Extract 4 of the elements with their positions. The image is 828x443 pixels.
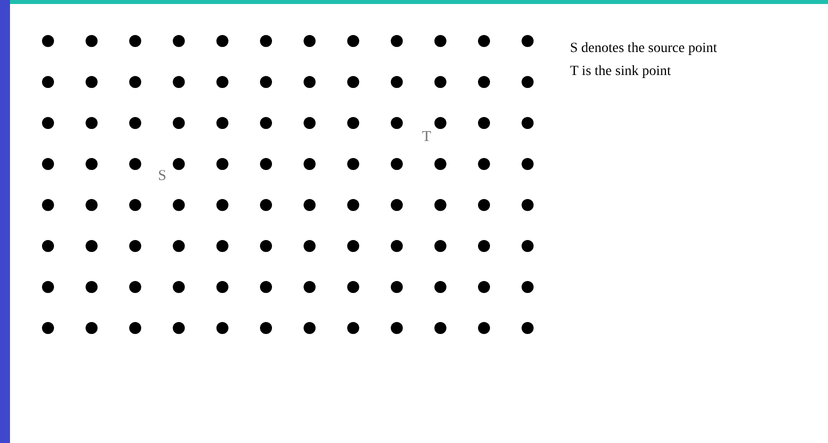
note-text: S denotes the source point	[570, 42, 717, 56]
note-text: T is the sink point	[570, 65, 671, 79]
point-label: T	[422, 130, 432, 145]
point-label: S	[158, 169, 166, 184]
